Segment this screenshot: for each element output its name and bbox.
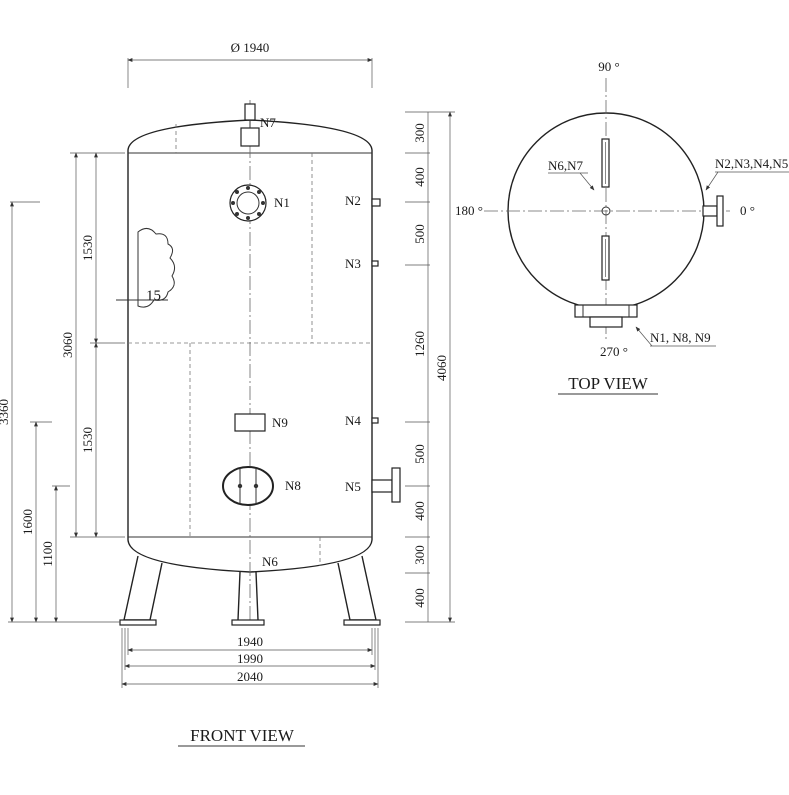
angle-90-label: 90 ° xyxy=(598,59,619,74)
nozzle-n2: N2 xyxy=(345,193,381,208)
nozzle-n1: N1 xyxy=(229,184,290,222)
nozzle-n7: N7 xyxy=(240,103,276,147)
angle-0-label: 0 ° xyxy=(740,203,755,218)
dim-4060: 4060 xyxy=(434,355,449,381)
angle-270-label: 270 ° xyxy=(600,344,628,359)
dim-500-bottom: 500 xyxy=(412,444,427,464)
diameter-label: Ø 1940 xyxy=(231,40,270,55)
dim-1100: 1100 xyxy=(40,541,55,567)
front-view: Ø 1940 N7 xyxy=(0,40,455,747)
left-dimensions: 3360 3060 1530 1530 1600 1100 xyxy=(0,152,125,623)
n1-label: N1 xyxy=(274,195,290,210)
revision-cloud: 15 xyxy=(116,228,176,308)
right-dimensions: 300 400 500 1260 500 400 300 400 4060 xyxy=(405,111,455,623)
dim-400-top: 400 xyxy=(412,167,427,187)
top-view-title: TOP VIEW xyxy=(558,374,658,395)
n8-label: N8 xyxy=(285,478,301,493)
dim-3360: 3360 xyxy=(0,399,11,425)
dim-1600: 1600 xyxy=(20,509,35,535)
bottom-dimensions: 1940 1990 2040 xyxy=(121,628,379,688)
angle-180-label: 180 ° xyxy=(455,203,483,218)
nozzle-n3: N3 xyxy=(345,256,379,271)
dim-1530-bottom: 1530 xyxy=(80,427,95,453)
front-view-label: FRONT VIEW xyxy=(190,726,295,745)
dim-2040: 2040 xyxy=(237,669,263,684)
support-legs xyxy=(119,555,381,626)
cloud-mark: 15 xyxy=(146,288,161,304)
n7-label: N7 xyxy=(260,115,276,130)
callout-n6-n7: N6,N7 xyxy=(548,158,595,191)
nozzle-n4: N4 xyxy=(345,413,379,428)
dim-1260: 1260 xyxy=(412,331,427,357)
diameter-dimension: Ø 1940 xyxy=(127,40,373,88)
dim-3060: 3060 xyxy=(60,332,75,358)
callout-n1-n8-n9-label: N1, N8, N9 xyxy=(650,330,711,345)
dim-300-top: 300 xyxy=(412,123,427,143)
n2-label: N2 xyxy=(345,193,361,208)
dim-400-leg: 400 xyxy=(412,588,427,608)
front-view-title: FRONT VIEW xyxy=(178,726,305,747)
callout-n2-n5: N2,N3,N4,N5 xyxy=(705,156,789,191)
callout-n1-n8-n9: N1, N8, N9 xyxy=(635,326,716,347)
dim-1990: 1990 xyxy=(237,651,263,666)
dim-300-bottom: 300 xyxy=(412,545,427,565)
nozzle-n9: N9 xyxy=(234,413,288,432)
dim-400-bottom: 400 xyxy=(412,501,427,521)
top-view-label: TOP VIEW xyxy=(568,374,648,393)
nozzle-n6: N6 xyxy=(262,554,278,569)
dim-1940: 1940 xyxy=(237,634,263,649)
nozzle-n8: N8 xyxy=(222,466,301,506)
nozzle-n5: N5 xyxy=(345,467,401,503)
callout-n2-n5-label: N2,N3,N4,N5 xyxy=(715,156,788,171)
dim-500-top: 500 xyxy=(412,224,427,244)
n4-label: N4 xyxy=(345,413,361,428)
n6-label: N6 xyxy=(262,554,278,569)
n5-label: N5 xyxy=(345,479,361,494)
callout-n6-n7-label: N6,N7 xyxy=(548,158,584,173)
top-view: 90 ° 180 ° 0 ° 270 ° N6,N7 N2,N3,N4,N5 N… xyxy=(455,59,789,395)
tank-shell xyxy=(127,100,373,625)
dim-1530-top: 1530 xyxy=(80,235,95,261)
n9-label: N9 xyxy=(272,415,288,430)
n3-label: N3 xyxy=(345,256,361,271)
